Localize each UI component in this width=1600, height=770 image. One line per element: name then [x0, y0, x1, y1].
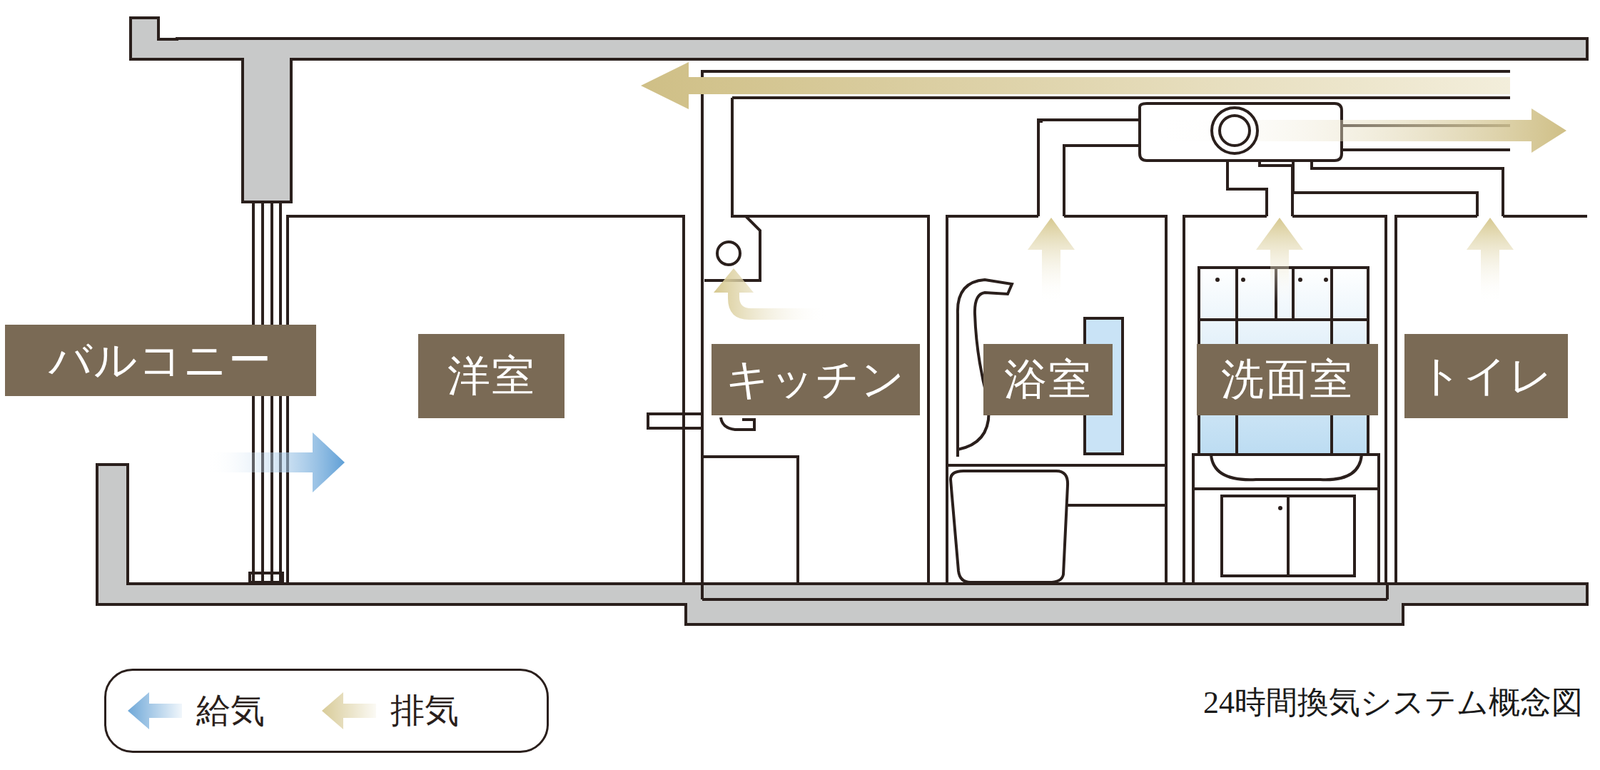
legend-item: 排気: [320, 670, 459, 751]
room-label: 浴室: [983, 343, 1113, 416]
room-name: キッチン: [725, 351, 906, 409]
room-label: トイレ: [1404, 333, 1568, 419]
legend-arrow: [320, 689, 378, 733]
room-label: 洗面室: [1196, 343, 1379, 416]
room-name: トイレ: [1418, 347, 1554, 406]
room-label: バルコニー: [4, 324, 317, 397]
legend-box: 給気 排気: [104, 668, 549, 753]
caption: 24時間換気システム概念図: [1203, 681, 1583, 724]
legend-text: 給気: [196, 687, 265, 734]
legend-arrow: [126, 689, 184, 733]
room-name: 洗面室: [1221, 351, 1354, 409]
room-name: 洋室: [447, 347, 536, 406]
room-name: 浴室: [1004, 351, 1093, 409]
legend-item: 給気: [126, 670, 265, 751]
room-label: キッチン: [711, 343, 920, 416]
legend-text: 排気: [390, 687, 459, 734]
room-label: 洋室: [418, 333, 565, 419]
room-name: バルコニー: [48, 331, 273, 390]
